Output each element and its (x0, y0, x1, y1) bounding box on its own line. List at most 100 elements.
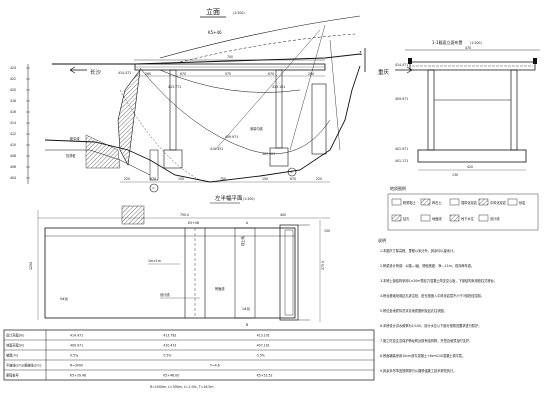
elevation-scale: (1:200) (233, 11, 245, 15)
table-cell: 0.5% (70, 354, 78, 358)
elevation-title: 立面 (206, 7, 220, 16)
elev-tick-label: 412 (10, 132, 16, 136)
bottom-dim-5: 150 (262, 177, 268, 181)
elev-mark-4: 409.971 (225, 135, 238, 139)
plan-view: 左半幅平面 (1:200) 750.0 400 1250 150 375.5 1… (29, 194, 330, 327)
pier-2-footing (269, 147, 289, 167)
elev-tick-label: 404 (10, 176, 16, 180)
leader-line-1 (214, 29, 321, 151)
table-cell: K5+39.48 (70, 374, 86, 378)
legend-label: 中风化泥岩 (490, 200, 507, 205)
table-row-label: 坡度(m) (6, 353, 18, 358)
table-cell: K5+46.00 (163, 374, 179, 378)
elev-mark-5: 410.431 (210, 147, 223, 151)
plan-note-3: 0#台 (60, 296, 68, 301)
legend-label: 地面线 (432, 216, 442, 221)
legend-swatch (478, 214, 489, 222)
section-deck (409, 61, 536, 71)
table-row-label: 里程桩号 (6, 373, 19, 378)
plan-dim-2: 400 (280, 213, 286, 217)
legend-frame (387, 193, 539, 231)
note-survey-centerline: 测量中线 (250, 126, 264, 131)
elev-mark-6: 407.101 (262, 152, 275, 156)
slip-arc-3 (119, 89, 201, 181)
elev-tick-label: 406 (10, 165, 16, 169)
left-slope-hatch (117, 68, 141, 166)
section-footing (417, 149, 527, 163)
table-cell: T=4.6 (209, 364, 220, 368)
table-cell: 413.101 (257, 334, 270, 338)
left-direction-label: 长沙 (90, 68, 102, 76)
section-elev-1: 414.471 (395, 63, 408, 67)
bottom-dim-3: 150 (178, 177, 184, 181)
note-line: 4.桥台基础采用钻孔灌注桩，桩长按嵌入中风化岩层不小于3倍桩径控制。 (380, 293, 484, 298)
legend-swatch (478, 198, 489, 206)
plan-scale: (1:200) (243, 197, 255, 201)
note-line: 6.本桥设计洪水频率为1/100，设计水位以下部分按规范要求进行防护。 (380, 323, 481, 328)
elev-tick-label: 422 (10, 77, 16, 81)
plan-mark-2: A (246, 221, 249, 225)
note-line: 8.桥面铺装采用10cm沥青混凝土+8cmC40混凝土调平层。 (380, 353, 465, 358)
pier-2-column (275, 69, 283, 149)
note-new-centerline: 新中线 (70, 136, 80, 141)
span-dim-4: 670 (268, 72, 274, 76)
legend-swatch (507, 198, 518, 206)
table-frame (3, 329, 375, 381)
section-scale: (1:200) (470, 41, 482, 45)
span-dim-1: 260 (145, 72, 151, 76)
section-elev-2: 409.971 (395, 97, 408, 101)
elev-tick-label: 416 (10, 110, 16, 114)
pier-1-column (169, 69, 177, 151)
elev-tick-label: 414 (10, 121, 16, 125)
table-cell: 410.431 (163, 344, 176, 348)
vertical-curve-line (179, 33, 356, 63)
elev-mark-1: 414.471 (118, 71, 131, 75)
section-column-right (510, 69, 518, 151)
plan-note-2: 挡土墙 (240, 236, 245, 246)
legend-swatch (391, 198, 402, 206)
plan-abutment-2-inner (284, 229, 294, 316)
section-title: 1-1截面立面布置 (432, 39, 463, 45)
section-dim-3: 130 (452, 173, 458, 177)
left-ground-hatch (85, 134, 121, 169)
bottom-dim-7: 220 (316, 177, 322, 181)
table-row-label: 平曲线(cm)/竖曲线(cm) (6, 363, 41, 368)
span-dim-3: 575 (225, 72, 231, 76)
design-grade-line (159, 15, 361, 59)
right-direction-label: 重庆 (378, 68, 390, 76)
elevation-mileage: K5+46 (208, 30, 222, 35)
plan-deck-outline (44, 227, 296, 319)
pier-marker-2 (287, 167, 297, 177)
plan-title: 左半幅平面 (215, 194, 243, 202)
note-line: 7.施工时应注意保护桥址附近既有结构物，开挖边坡须及时支护。 (380, 338, 472, 343)
section-elev-4: 401.171 (395, 159, 408, 163)
pier-marker-2-label: ② (290, 171, 293, 175)
note-line: 5.桥位处地质情况详见地质图例及钻孔柱状图。 (380, 308, 447, 313)
note-line: 3.本桥上部结构采用1×20m预应力混凝土简支空心板，下部结构采用桩柱式桥台。 (380, 278, 497, 283)
pier-marker-1 (149, 183, 159, 193)
notes-block: 说明 1.本图尺寸除高程、里程以米计外，其余均以厘米计。2.桥梁设计荷载：公路—… (378, 237, 497, 373)
deck-line (52, 53, 361, 65)
plan-mark-1: K5+46 (188, 221, 199, 225)
plan-dim-4: 150 (324, 229, 330, 233)
right-arrow-icon (395, 66, 413, 74)
legend-label: 粉质黏土 (403, 200, 417, 205)
legend-swatch (420, 198, 431, 206)
notes-lines: 1.本图尺寸除高程、里程以米计外，其余均以厘米计。2.桥梁设计荷载：公路—Ⅰ级，… (380, 248, 497, 373)
legend-swatch (420, 214, 431, 222)
table-cell: 409.971 (70, 344, 83, 348)
legend-label: 碎石土 (432, 200, 442, 205)
plan-mark-3: B (246, 323, 248, 327)
table-cell: 413.781 (163, 334, 176, 338)
plan-note-5: 桥面线 (215, 286, 225, 291)
plan-abutment-1 (234, 227, 256, 319)
bottom-dim-1: 220 (124, 177, 130, 181)
span-dim-5: 280 (308, 72, 314, 76)
section-dim-1: 470 (465, 46, 471, 50)
left-arrow-icon (69, 66, 87, 74)
legend-label: 钻孔 (403, 216, 410, 221)
abutment-right (311, 83, 327, 155)
